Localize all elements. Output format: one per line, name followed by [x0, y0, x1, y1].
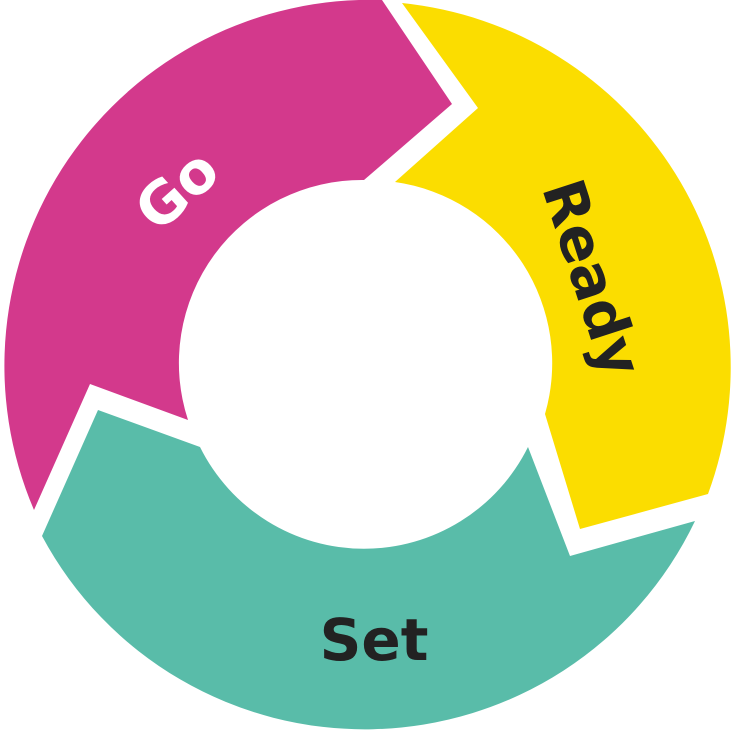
- ready-arrow-segment: [395, 3, 731, 529]
- set-label: Set: [320, 606, 429, 674]
- set-arrow-segment: [42, 410, 695, 730]
- go-arrow-segment: [4, 0, 452, 510]
